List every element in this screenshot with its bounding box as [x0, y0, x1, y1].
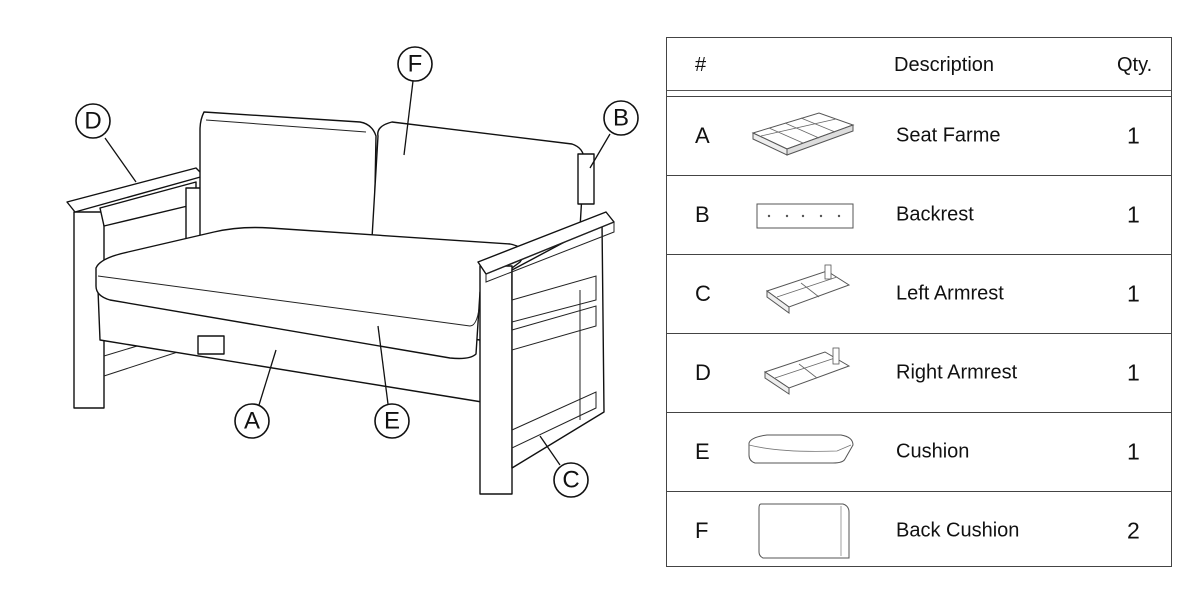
svg-text:A: A: [244, 408, 260, 435]
loveseat-diagram: F D B A E C: [66, 46, 639, 498]
row-description: Right Armrest: [896, 361, 1018, 383]
row-id: F: [695, 517, 709, 543]
table-row: B Backrest 1: [667, 175, 1171, 253]
header-description: Description: [894, 54, 995, 76]
svg-text:D: D: [84, 108, 101, 135]
row-description: Backrest: [896, 203, 974, 225]
row-id: D: [695, 359, 711, 385]
row-description: Left Armrest: [896, 282, 1004, 304]
row-id: A: [695, 122, 710, 148]
header-quantity: Qty.: [1117, 54, 1153, 76]
svg-text:F: F: [408, 51, 423, 78]
row-description: Back Cushion: [896, 519, 1020, 541]
callout-c: C: [553, 462, 589, 498]
svg-text:B: B: [613, 105, 629, 132]
table-row: A Seat Farme 1: [667, 96, 1171, 174]
cushion-icon: [741, 419, 861, 483]
table-row: E Cushion 1: [667, 412, 1171, 490]
parts-table: # Description Qty. A Seat Farme 1 B: [666, 37, 1172, 567]
row-quantity: 1: [1127, 438, 1140, 464]
header-number: #: [695, 54, 707, 76]
row-id: E: [695, 438, 710, 464]
table-header: # Description Qty.: [667, 38, 1171, 94]
row-id: B: [695, 201, 710, 227]
left-armrest-icon: [741, 261, 861, 325]
row-quantity: 1: [1127, 359, 1140, 385]
seat-frame-icon: [741, 103, 861, 167]
row-description: Cushion: [896, 440, 970, 462]
backrest-part: [577, 153, 595, 205]
back-cushion-icon: [741, 498, 861, 562]
row-quantity: 1: [1127, 201, 1140, 227]
table-row: C Left Armrest 1: [667, 254, 1171, 332]
callout-f: F: [397, 46, 433, 82]
header-divider: [667, 90, 1171, 91]
row-description: Seat Farme: [896, 124, 1001, 146]
callout-d: D: [75, 103, 111, 139]
table-row: D Right Armrest 1: [667, 333, 1171, 411]
row-quantity: 1: [1127, 122, 1140, 148]
callout-a: A: [234, 403, 270, 439]
callout-e: E: [374, 403, 410, 439]
loveseat-drawing: F D B A E C: [66, 46, 639, 498]
row-id: C: [695, 280, 711, 306]
callout-b: B: [603, 100, 639, 136]
backrest-icon: [741, 182, 861, 246]
svg-text:C: C: [562, 467, 579, 494]
svg-text:E: E: [384, 408, 400, 435]
right-armrest-icon: [741, 340, 861, 404]
table-row: F Back Cushion 2: [667, 491, 1171, 569]
row-quantity: 1: [1127, 280, 1140, 306]
row-quantity: 2: [1127, 517, 1140, 543]
left-armrest-part: [477, 211, 615, 495]
back-cushion-part: [199, 111, 585, 253]
